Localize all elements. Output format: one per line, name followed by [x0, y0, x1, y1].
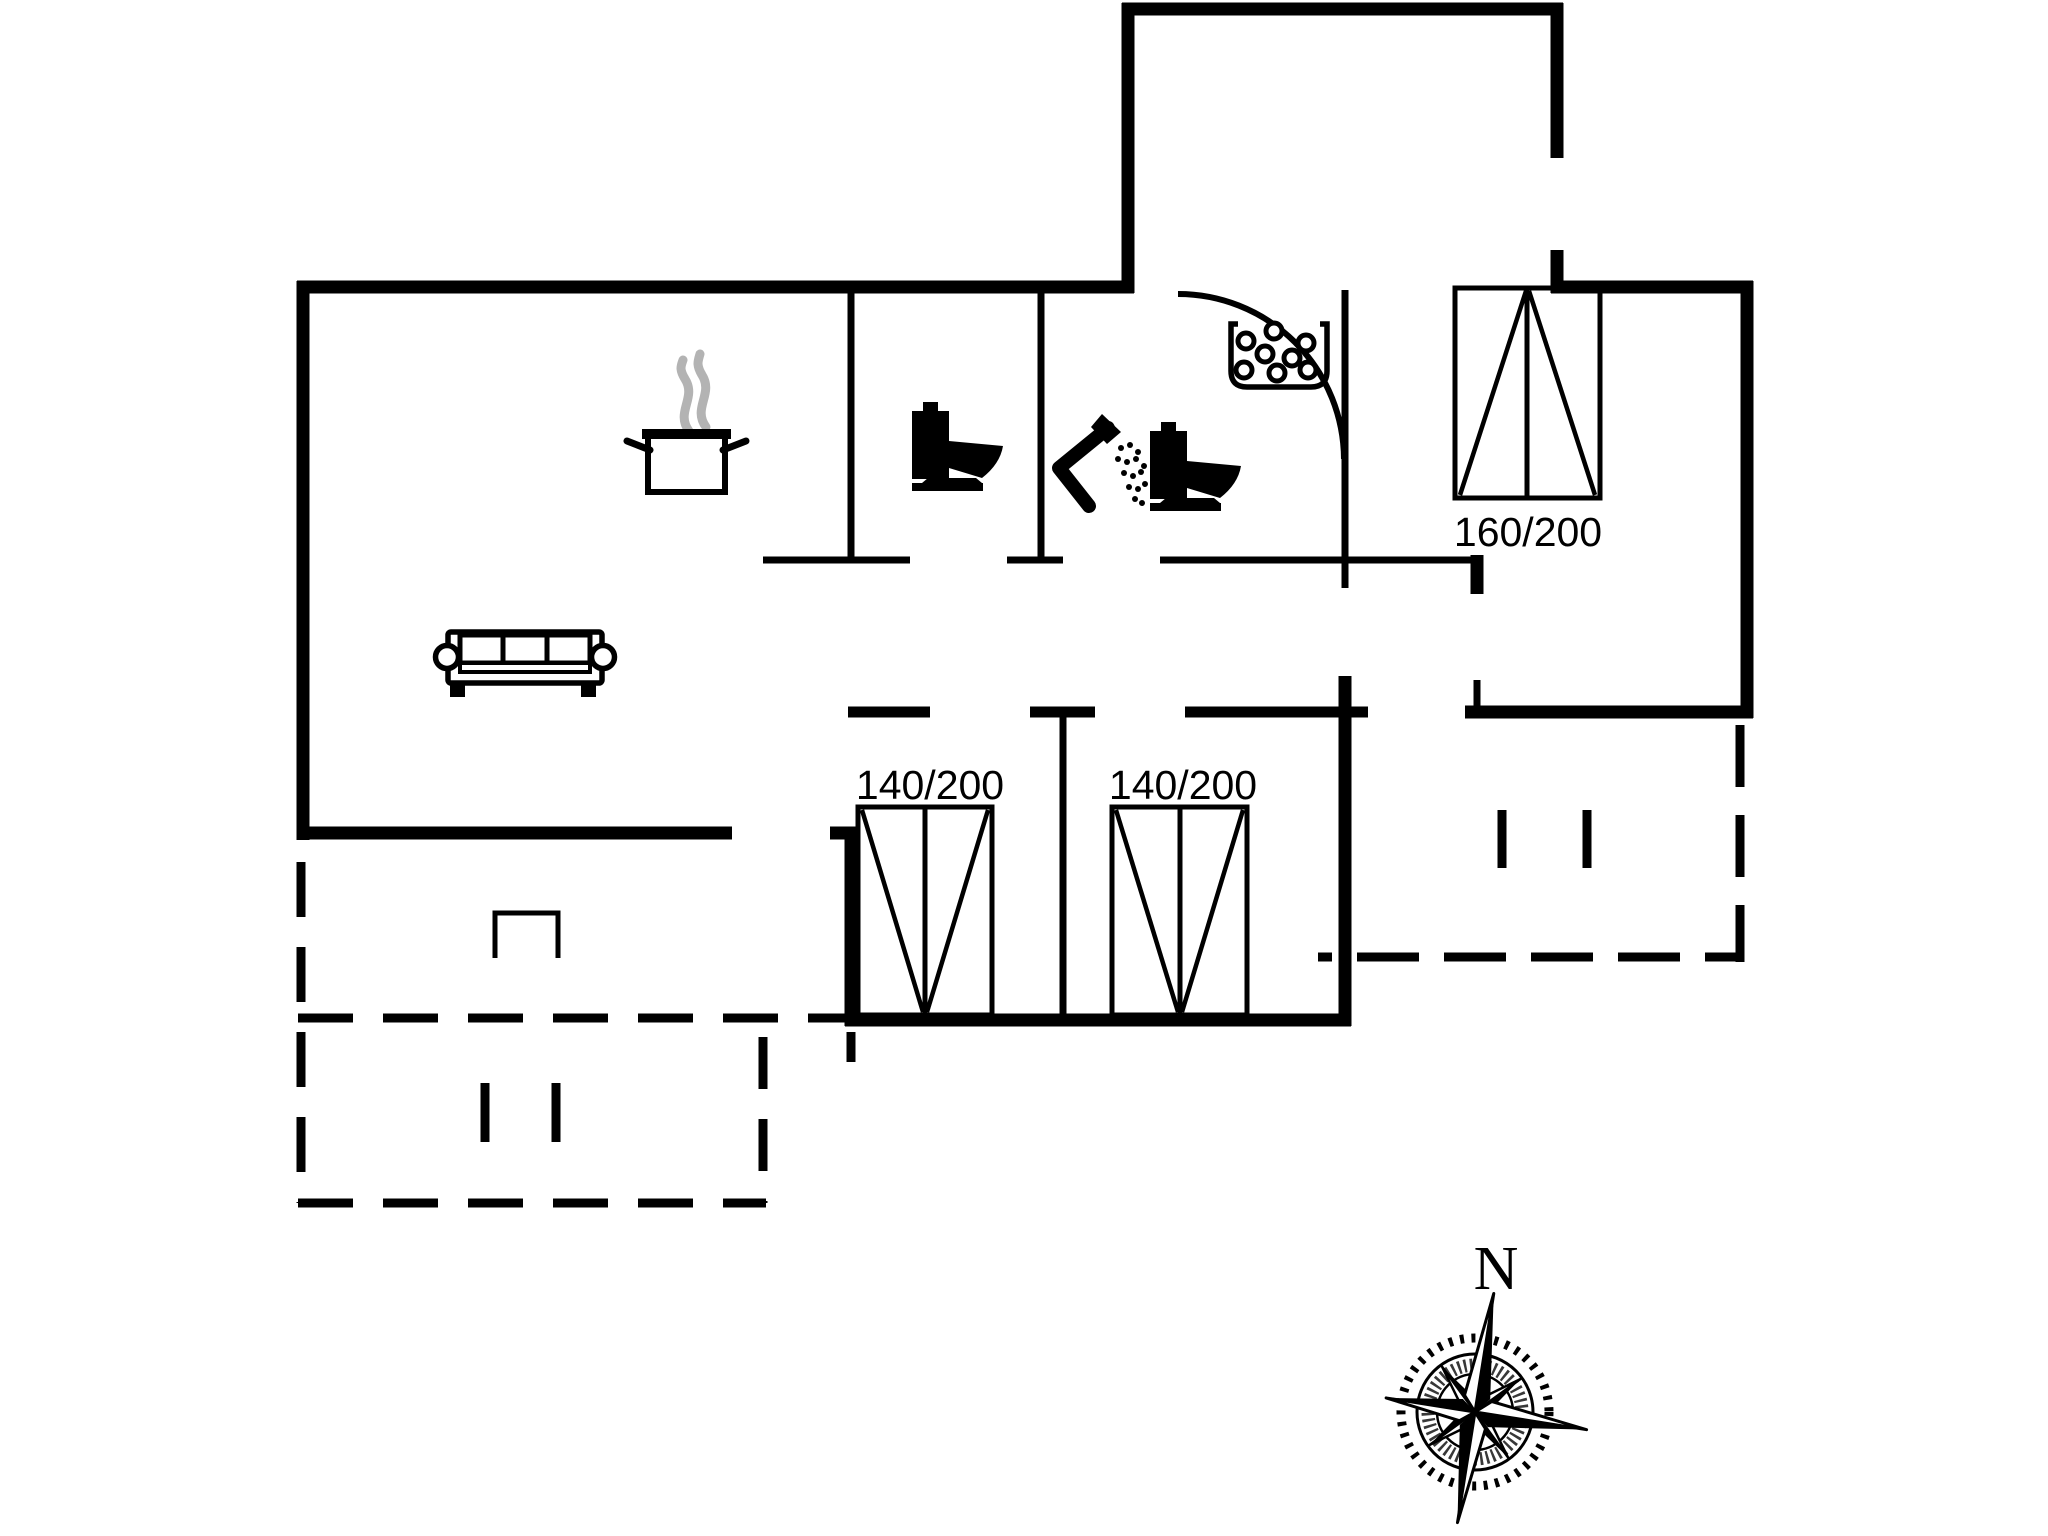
compass-star	[1384, 1291, 1589, 1525]
toilet-icon	[912, 402, 1003, 491]
toilet-icon	[1150, 422, 1241, 511]
spray-dots	[1115, 442, 1148, 506]
pebbles	[1233, 320, 1319, 384]
door-swing-arc	[1177, 291, 1347, 460]
outer-walls	[296, 2, 1754, 1027]
compass-tick-ring	[1396, 1333, 1554, 1491]
steam-wisp	[676, 355, 694, 436]
terrace-dashed-outlines	[296, 725, 1745, 1208]
double-bed-160	[1452, 285, 1603, 501]
sofa-icon	[432, 629, 618, 697]
bed-140-left-label: 140/200	[856, 762, 1004, 808]
compass-north-label: N	[1474, 1235, 1519, 1303]
shower-spray-icon	[1052, 414, 1148, 513]
bed-160-label: 160/200	[1454, 509, 1602, 555]
double-bed-140-right	[1109, 804, 1250, 1018]
steaming-pot-icon	[623, 349, 750, 495]
bed-140-right-label: 140/200	[1109, 762, 1257, 808]
terrace-door-ticks	[480, 810, 1592, 1142]
inner-walls	[763, 290, 1481, 1018]
double-bed-140-left	[855, 804, 995, 1018]
pebble-tray-icon	[1228, 320, 1330, 390]
terrace-niche-outline	[492, 910, 561, 958]
steam-wisp	[693, 349, 711, 432]
compass-rose-icon	[1384, 1291, 1589, 1525]
